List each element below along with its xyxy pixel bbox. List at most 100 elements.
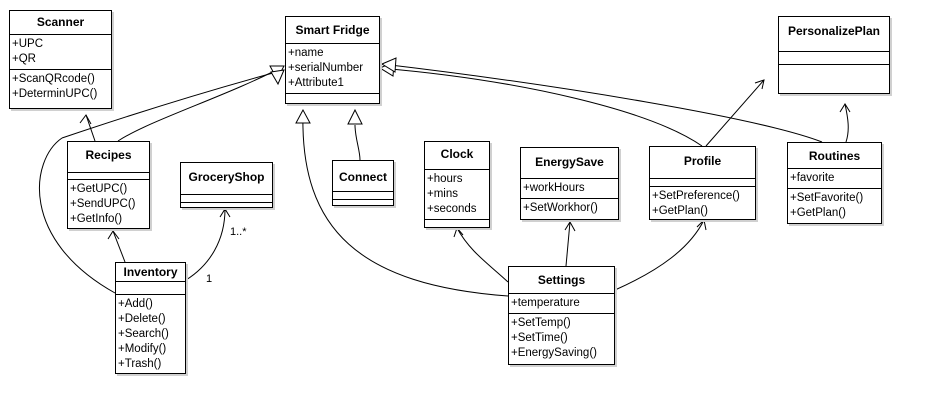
edge-settings-to-energy-save [565,221,571,267]
operation: +Trash() [118,358,162,370]
class-personalize-plan[interactable]: PersonalizePlan [778,16,890,94]
operation: +GetPlan() [652,205,708,217]
class-scanner[interactable]: Scanner +UPC +QR +ScanQRcode() +Determin… [9,10,112,109]
operation: +SetPreference() [652,190,740,202]
edge-settings-to-smart-fridge [302,112,509,297]
class-profile-operations: +SetPreference() +GetPlan() [650,187,755,221]
class-energy-save-name: EnergySave [521,148,618,179]
class-routines-name: Routines [788,143,881,169]
class-connect-operations [333,200,393,205]
operation: +SetTemp() [511,317,571,329]
class-clock-operations [425,220,489,225]
edge-inventory-to-grocery-shop-arrowhead [219,208,231,218]
operation: +GetInfo() [70,213,123,225]
class-inventory-name: Inventory [116,263,185,282]
attribute: +hours [427,173,463,185]
class-settings-attributes: +temperature [509,294,614,314]
edge-routines-to-personalize-plan-arrowhead [839,103,851,113]
operation: +Delete() [118,313,166,325]
edge-recipes-to-scanner-arrowhead [79,114,92,125]
class-clock-attributes: +hours +mins +seconds [425,170,489,220]
operation: +Modify() [118,343,167,355]
operation: +GetUPC() [70,183,128,195]
class-personalize-plan-name: PersonalizePlan [779,17,889,52]
edge-inventory-to-recipes-arrowhead [107,230,120,240]
multiplicity-inventory-end: 1 [206,273,213,285]
attribute: +serialNumber [288,62,364,74]
class-settings-name: Settings [509,267,614,294]
class-recipes-name: Recipes [68,142,149,173]
class-inventory-attributes [116,282,185,295]
class-personalize-plan-attributes [779,52,889,65]
class-grocery-shop-attributes [181,195,272,203]
class-connect-name: Connect [333,161,393,192]
operation: +SetTime() [511,332,568,344]
multiplicity-grocery-shop-end: 1..* [230,226,247,238]
edge-settings-to-profile [614,219,705,291]
edge-routines-to-smart-fridge [381,63,823,143]
class-routines-attributes: +favorite [788,169,881,189]
class-inventory-operations: +Add() +Delete() +Search() +Modify() +Tr… [116,295,185,374]
class-recipes[interactable]: Recipes +GetUPC() +SendUPC() +GetInfo() [67,141,150,229]
attribute: +UPC [12,38,43,50]
edge-settings-to-smart-fridge-arrowhead [295,108,311,124]
class-grocery-shop[interactable]: GroceryShop [180,162,273,208]
class-profile[interactable]: Profile +SetPreference() +GetPlan() [649,146,756,220]
operation: +SendUPC() [70,198,136,210]
attribute: +name [288,47,324,59]
edge-inventory-to-scanner [39,137,116,294]
edge-profile-to-personalize-plan [705,79,765,147]
attribute: +favorite [790,172,835,184]
class-clock-name: Clock [425,142,489,170]
edge-connect-to-smart-fridge-arrowhead [347,108,363,125]
edge-routines-to-smart-fridge-arrowhead [380,57,397,73]
class-scanner-attributes: +UPC +QR [10,35,111,70]
class-settings[interactable]: Settings +temperature +SetTemp() +SetTim… [508,266,615,365]
operation: +Search() [118,328,169,340]
edge-inventory-to-recipes [112,230,126,263]
class-scanner-name: Scanner [10,11,111,35]
class-energy-save[interactable]: EnergySave +workHours +SetWorkhor() [520,147,619,220]
operation: +SetFavorite() [790,192,864,204]
class-profile-attributes [650,179,755,187]
class-inventory[interactable]: Inventory +Add() +Delete() +Search() +Mo… [115,262,186,374]
class-recipes-attributes [68,173,149,180]
class-profile-name: Profile [650,147,755,179]
class-energy-save-operations: +SetWorkhor() [521,199,618,218]
edge-inventory-to-grocery-shop [185,208,226,281]
edge-recipes-to-scanner [85,114,96,142]
edge-scanner-to-smart-fridge [61,69,285,139]
class-smart-fridge[interactable]: Smart Fridge +name +serialNumber +Attrib… [285,16,380,104]
class-energy-save-attributes: +workHours [521,179,618,199]
operation: +DeterminUPC() [12,88,98,100]
class-grocery-shop-operations [181,203,272,208]
edge-settings-to-clock-arrowhead [453,227,464,238]
edge-connect-to-smart-fridge [354,124,361,161]
edge-profile-to-personalize-plan-arrowhead [754,79,765,90]
attribute: +seconds [427,203,477,215]
operation: +SetWorkhor() [523,202,598,214]
attribute: +Attribute1 [288,77,344,89]
edge-profile-to-smart-fridge [379,67,703,147]
edge-recipes-to-smart-fridge [117,65,285,142]
class-smart-fridge-name: Smart Fridge [286,17,379,44]
attribute: +mins [427,188,458,200]
class-grocery-shop-name: GroceryShop [181,163,272,195]
class-smart-fridge-attributes: +name +serialNumber +Attribute1 [286,44,379,94]
class-recipes-operations: +GetUPC() +SendUPC() +GetInfo() [68,180,149,229]
class-connect-attributes [333,192,393,200]
class-clock[interactable]: Clock +hours +mins +seconds [424,141,490,228]
edge-settings-to-profile-arrowhead [696,218,707,231]
class-connect[interactable]: Connect [332,160,394,206]
operation: +GetPlan() [790,207,846,219]
attribute: +temperature [511,297,580,309]
attribute: +workHours [523,182,585,194]
class-routines[interactable]: Routines +favorite +SetFavorite() +GetPl… [787,142,882,224]
class-personalize-plan-operations [779,65,889,70]
class-settings-operations: +SetTemp() +SetTime() +EnergySaving() [509,314,614,363]
class-smart-fridge-operations [286,94,379,99]
edge-settings-to-clock [456,227,509,283]
operation: +ScanQRcode() [12,73,95,85]
